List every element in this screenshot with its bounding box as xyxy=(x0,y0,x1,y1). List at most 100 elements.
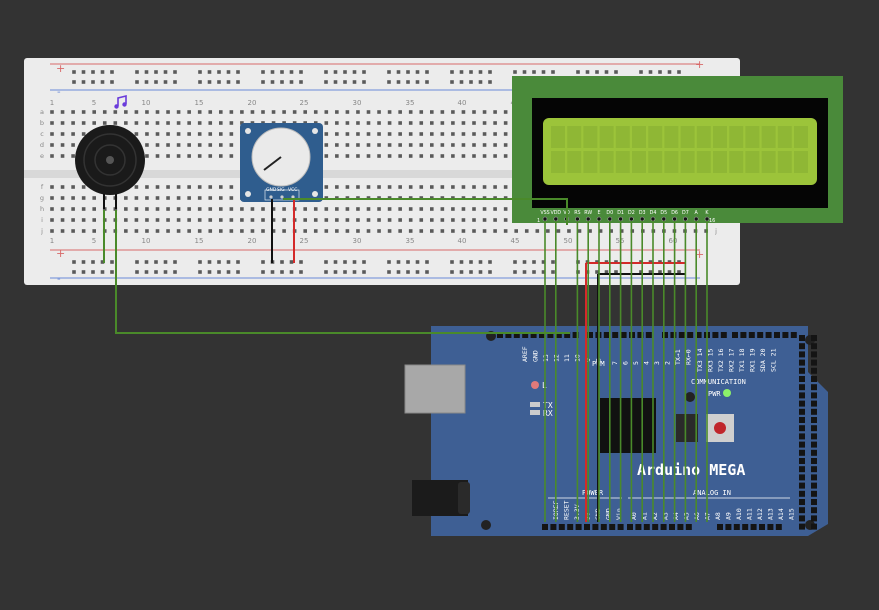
breadboard-hole xyxy=(356,185,360,189)
breadboard-hole xyxy=(366,218,371,222)
rail-hole xyxy=(236,270,240,274)
header-pin-label: AREF xyxy=(521,346,529,362)
breadboard-hole xyxy=(197,132,202,136)
reset-button-cap[interactable] xyxy=(714,422,726,434)
breadboard-hole xyxy=(71,207,75,211)
lcd-pin-label: RW xyxy=(584,210,592,216)
breadboard-hole xyxy=(377,229,381,233)
breadboard-hole xyxy=(219,207,223,211)
rail-hole xyxy=(100,270,105,274)
rail-hole xyxy=(551,270,555,274)
lcd-char-cell xyxy=(794,126,808,148)
header-socket xyxy=(652,524,659,530)
rail-hole xyxy=(667,70,672,74)
header-socket xyxy=(799,458,805,464)
breadboard-hole xyxy=(598,229,603,233)
breadboard-hole xyxy=(187,207,191,211)
piezo-buzzer[interactable] xyxy=(75,94,145,209)
breadboard-hole xyxy=(440,218,445,222)
header-socket xyxy=(712,332,719,338)
rail-hole xyxy=(488,80,492,84)
breadboard-hole xyxy=(503,218,508,222)
breadboard-hole xyxy=(50,185,54,189)
breadboard-hole xyxy=(124,110,128,114)
header-socket xyxy=(757,332,764,338)
breadboard-hole xyxy=(208,121,213,125)
breadboard-hole xyxy=(387,121,392,125)
breadboard-hole xyxy=(166,196,170,200)
column-number-top: 35 xyxy=(406,99,415,107)
rail-hole xyxy=(144,270,149,274)
breadboard-hole xyxy=(377,154,381,158)
header-socket xyxy=(720,332,727,338)
rail-hole xyxy=(648,70,653,74)
rail-hole xyxy=(333,80,338,84)
rail-hole xyxy=(415,260,420,264)
mount-hole xyxy=(685,392,695,402)
column-number-bottom: 45 xyxy=(511,237,520,245)
rail-hole xyxy=(261,260,265,264)
column-number-bottom: 10 xyxy=(142,237,151,245)
arduino-mega-board[interactable]: L TX RX PWR COMMUNICATION PWM Arduino ME… xyxy=(404,326,828,536)
breadboard-hole xyxy=(219,229,223,233)
rail-hole xyxy=(280,70,284,74)
breadboard-hole xyxy=(472,218,476,222)
rail-hole xyxy=(207,70,212,74)
breadboard-hole xyxy=(408,207,413,211)
breadboard-hole xyxy=(134,185,139,189)
rail-hole xyxy=(362,80,366,84)
breadboard-hole xyxy=(588,229,592,233)
breadboard-hole xyxy=(482,185,487,189)
rail-plus-bottom: + xyxy=(56,247,65,260)
breadboard-hole xyxy=(71,121,75,125)
breadboard-hole xyxy=(398,154,402,158)
lcd-char-cell xyxy=(777,126,792,148)
breadboard-hole xyxy=(187,121,191,125)
breadboard-hole xyxy=(387,207,392,211)
rail-hole xyxy=(173,270,177,274)
breadboard-hole xyxy=(229,207,234,211)
breadboard-hole xyxy=(176,121,181,125)
lcd-char-cell xyxy=(632,126,646,148)
breadboard-hole xyxy=(71,154,75,158)
microcontroller-chip xyxy=(600,398,656,453)
breadboard-hole xyxy=(493,110,497,114)
breadboard-hole xyxy=(271,207,276,211)
breadboard-hole xyxy=(71,196,75,200)
breadboard-hole xyxy=(134,229,139,233)
power-pin-label: Vin xyxy=(615,508,623,520)
rail-hole xyxy=(261,70,265,74)
mount-hole xyxy=(481,520,491,530)
breadboard-hole xyxy=(208,154,213,158)
rail-hole xyxy=(406,80,410,84)
breadboard-hole xyxy=(524,229,529,233)
lcd-char-cell xyxy=(729,151,744,173)
rail-hole xyxy=(324,70,328,74)
breadboard-hole xyxy=(440,185,445,189)
breadboard-hole xyxy=(60,207,65,211)
lcd-char-cell xyxy=(632,151,646,173)
breadboard-hole xyxy=(219,154,223,158)
breadboard-hole xyxy=(493,229,497,233)
header-socket xyxy=(811,482,817,489)
header-socket xyxy=(670,332,677,338)
lcd-char-cell xyxy=(648,126,663,148)
column-number-bottom: 1 xyxy=(50,237,54,245)
breadboard-hole xyxy=(451,110,455,114)
potentiometer-module[interactable]: GND SIG VCC xyxy=(240,123,323,202)
rail-hole xyxy=(236,70,240,74)
breadboard-hole xyxy=(187,132,191,136)
rail-hole xyxy=(280,80,284,84)
breadboard-hole xyxy=(377,110,381,114)
lcd-char-cell xyxy=(761,151,776,173)
breadboard-hole xyxy=(197,196,202,200)
breadboard-hole xyxy=(166,185,170,189)
column-number-bottom: 5 xyxy=(92,237,96,245)
breadboard-hole xyxy=(50,207,54,211)
header-socket xyxy=(811,392,817,399)
breadboard-hole xyxy=(461,154,466,158)
breadboard-hole xyxy=(356,121,360,125)
breadboard-hole xyxy=(419,185,424,189)
breadboard-hole xyxy=(113,110,118,114)
